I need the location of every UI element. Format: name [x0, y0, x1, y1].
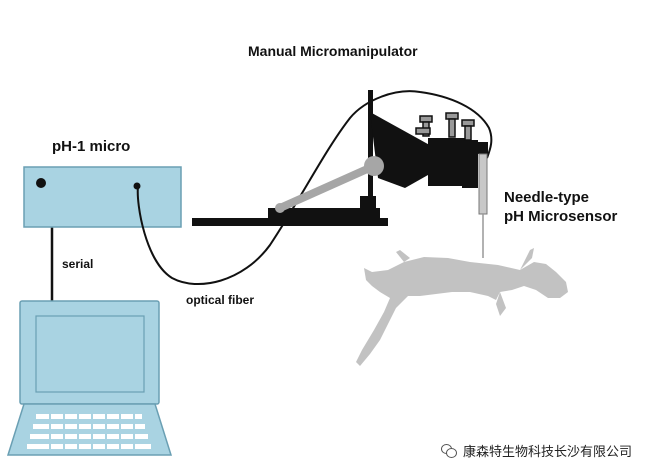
animal-hindlimb: [496, 292, 506, 316]
wechat-icon: [440, 444, 457, 458]
laptop-screen: [35, 315, 145, 393]
needle-sensor: [478, 153, 488, 258]
watermark-text: 康森特生物科技长沙有限公司: [462, 445, 632, 460]
laptop: [6, 300, 173, 456]
ph-meter-label: pH-1 micro: [52, 138, 131, 155]
manipulator-bracket: [370, 112, 435, 188]
manipulator-rod: [368, 90, 373, 210]
optical-fiber-label: optical fiber: [186, 293, 255, 307]
sensor-label-line1: Needle-type: [504, 189, 590, 206]
manipulator-arm: [276, 162, 378, 212]
manipulator-base: [192, 218, 388, 226]
sensor-label-line2: pH Microsensor: [504, 208, 618, 225]
serial-label: serial: [62, 257, 94, 271]
micromanipulator: [192, 90, 488, 226]
laptop-keyboard: [27, 414, 151, 449]
optical-fiber: [136, 90, 493, 285]
micromanipulator-label: Manual Micromanipulator: [248, 43, 418, 59]
ph-meter-box: [23, 166, 182, 228]
power-led: [36, 178, 46, 188]
watermark: 康森特生物科技长沙有限公司: [440, 441, 632, 460]
arm-joint: [364, 156, 384, 176]
animal-limb: [396, 250, 410, 262]
animal-silhouette: [356, 257, 568, 366]
adjustment-knobs: [415, 112, 475, 141]
animal-forelimb: [520, 248, 534, 270]
